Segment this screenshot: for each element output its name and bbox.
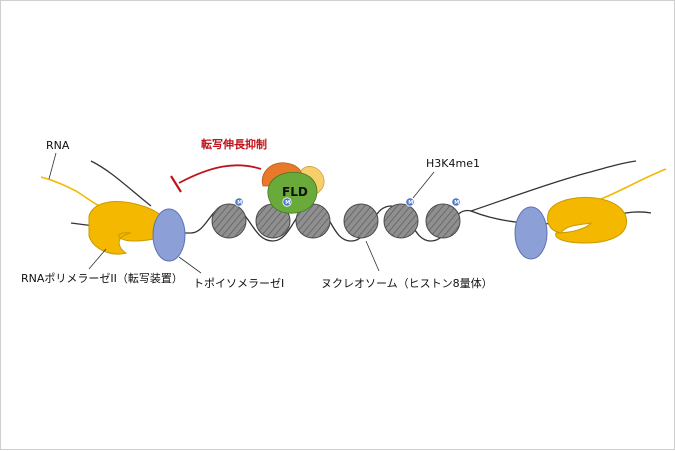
nucleosome [425,203,461,239]
methyl-mark: M [282,197,292,207]
methyl-mark: M [451,197,461,207]
h3k4me1-label: H3K4me1 [426,157,480,170]
nucleosome-label: ヌクレオソーム（ヒストン8量体） [321,276,493,290]
nucleosome [343,203,379,239]
dna-strand [70,205,652,242]
rna-polymerase-right [547,197,628,244]
methyl-mark: M [234,197,244,207]
topoisomerase-leader [178,256,202,274]
fld-label: FLD [282,185,308,199]
fld-green-subunit [267,171,318,214]
dna-strand-upper-left [90,160,152,207]
svg-text:M: M [237,200,242,206]
polymerase-label: RNAポリメラーゼII（転写装置） [21,272,183,285]
dna-strand-upper-right [470,160,637,212]
rna-label: RNA [46,139,70,152]
h3k4me1-leader [412,171,435,199]
rna-polymerase-left [88,201,170,255]
methyl-mark: M [405,197,415,207]
topoisomerase-right [514,206,548,260]
topoisomerase-label: トポイソメラーゼI [193,277,284,290]
inhibition-arrow [178,164,262,184]
rna-leader [48,152,57,180]
inhibition-label: 転写伸長抑制 [201,137,267,151]
nucleosome [383,203,419,239]
svg-text:M: M [408,200,413,206]
nucleosome [211,203,247,239]
polymerase-leader [88,248,107,270]
rna-strand-right [600,168,667,200]
svg-text:M: M [285,200,290,206]
nucleosome-leader [365,240,380,272]
svg-text:M: M [454,200,459,206]
inhibition-bar [170,175,182,193]
topoisomerase-left [152,208,186,262]
